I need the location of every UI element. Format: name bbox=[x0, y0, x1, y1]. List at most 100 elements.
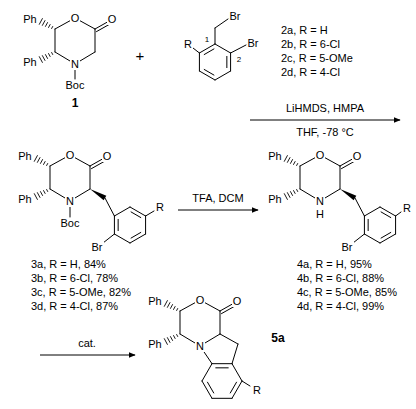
bond bbox=[49, 25, 51, 28]
wedge-bond bbox=[340, 189, 356, 200]
bond bbox=[380, 234, 396, 243]
reaction-arrow bbox=[40, 355, 135, 356]
bond bbox=[34, 156, 37, 162]
bond bbox=[34, 194, 37, 200]
bond bbox=[45, 23, 47, 27]
bond bbox=[199, 44, 215, 53]
bond bbox=[164, 339, 167, 345]
bond bbox=[130, 234, 146, 243]
compound-label: 4c, R = 5-OMe, 85% bbox=[296, 287, 398, 298]
bond bbox=[380, 207, 396, 216]
bond bbox=[294, 162, 296, 165]
bond bbox=[114, 234, 130, 243]
group-label: R bbox=[402, 203, 412, 214]
bond bbox=[167, 303, 170, 308]
bond bbox=[131, 212, 141, 218]
position-number: 1 bbox=[204, 36, 210, 44]
bond bbox=[290, 192, 292, 196]
bond bbox=[199, 53, 200, 71]
bond bbox=[232, 344, 238, 364]
bond bbox=[90, 166, 91, 189]
bond bbox=[212, 363, 232, 364]
compound-label: 2a, R = H bbox=[280, 25, 329, 36]
compound-label: 2d, R = 4-Cl bbox=[280, 67, 341, 78]
bond bbox=[47, 190, 48, 192]
bond bbox=[170, 337, 172, 341]
bond bbox=[364, 234, 380, 243]
bond bbox=[204, 49, 214, 55]
group-label: Ph bbox=[17, 194, 32, 205]
atom-label: N bbox=[315, 196, 325, 207]
bond bbox=[164, 301, 167, 307]
bond bbox=[42, 21, 45, 26]
compound-label: 3c, R = 5-OMe, 82% bbox=[30, 287, 132, 298]
bond bbox=[215, 19, 228, 28]
bond bbox=[242, 381, 250, 386]
group-label: Ph bbox=[17, 151, 32, 162]
bond bbox=[45, 55, 47, 59]
bond bbox=[177, 308, 178, 310]
reagent-label: LiHMDS, HMPA bbox=[285, 103, 365, 114]
bond bbox=[167, 338, 170, 343]
bond bbox=[130, 207, 146, 216]
reaction-arrow bbox=[178, 210, 258, 211]
group-label: R bbox=[252, 385, 262, 396]
atom-label: N bbox=[195, 341, 205, 352]
group-label: Ph bbox=[22, 14, 37, 25]
bond bbox=[42, 56, 45, 61]
wedge-bond bbox=[90, 189, 106, 200]
bond bbox=[55, 29, 56, 52]
bond bbox=[284, 194, 287, 200]
bond bbox=[300, 166, 301, 189]
bond bbox=[226, 56, 227, 67]
plus-sign: + bbox=[135, 48, 146, 63]
bond-lines bbox=[34, 18, 401, 398]
atom-label: O bbox=[195, 295, 206, 306]
bond bbox=[353, 234, 364, 243]
atom-label: O bbox=[65, 150, 76, 161]
catalyst-label: cat. bbox=[77, 338, 97, 349]
group-label: R bbox=[183, 39, 193, 50]
compound-label: 2b, R = 6-Cl bbox=[280, 39, 341, 50]
bond bbox=[294, 191, 296, 194]
compound-number: 5a bbox=[270, 332, 285, 344]
compound-label: 4d, R = 4-Cl, 99% bbox=[296, 301, 385, 312]
bond bbox=[230, 382, 236, 393]
atom-label: N bbox=[70, 59, 80, 70]
bond bbox=[193, 48, 199, 53]
atom-label: Br bbox=[341, 242, 354, 253]
bond bbox=[146, 211, 154, 216]
group-label: Ph bbox=[22, 57, 37, 68]
bond bbox=[232, 364, 242, 381]
bond bbox=[118, 219, 119, 230]
bond bbox=[220, 311, 221, 334]
compound-label: 3a, R = H, 84% bbox=[30, 259, 107, 270]
bond bbox=[364, 207, 380, 216]
bond bbox=[49, 54, 51, 57]
bond bbox=[39, 19, 42, 25]
bond bbox=[131, 232, 141, 238]
compound-label: 4a, R = H, 95% bbox=[296, 259, 373, 270]
atom-label: O bbox=[352, 151, 363, 162]
atom-label: Br bbox=[229, 11, 242, 22]
bond bbox=[105, 198, 114, 216]
bond bbox=[37, 193, 40, 198]
group-label: Ph bbox=[147, 296, 162, 307]
bond bbox=[216, 367, 228, 368]
atom-label: N bbox=[65, 196, 75, 207]
reagent-label: TFA, DCM bbox=[191, 193, 244, 204]
atom-label: O bbox=[70, 13, 81, 24]
bond bbox=[180, 311, 181, 334]
atom-label: O bbox=[107, 14, 118, 25]
bond bbox=[52, 26, 53, 28]
group-label: Boc bbox=[60, 218, 81, 229]
compound-label: 3b, R = 6-Cl, 78% bbox=[30, 273, 119, 284]
bond bbox=[231, 45, 246, 53]
compound-label: 2c, R = 5-OMe bbox=[280, 53, 354, 64]
group-label: Ph bbox=[267, 194, 282, 205]
atom-label: O bbox=[232, 296, 243, 307]
position-number: 2 bbox=[236, 56, 242, 64]
bond bbox=[212, 398, 232, 399]
bond bbox=[355, 198, 364, 216]
bond bbox=[44, 162, 46, 165]
